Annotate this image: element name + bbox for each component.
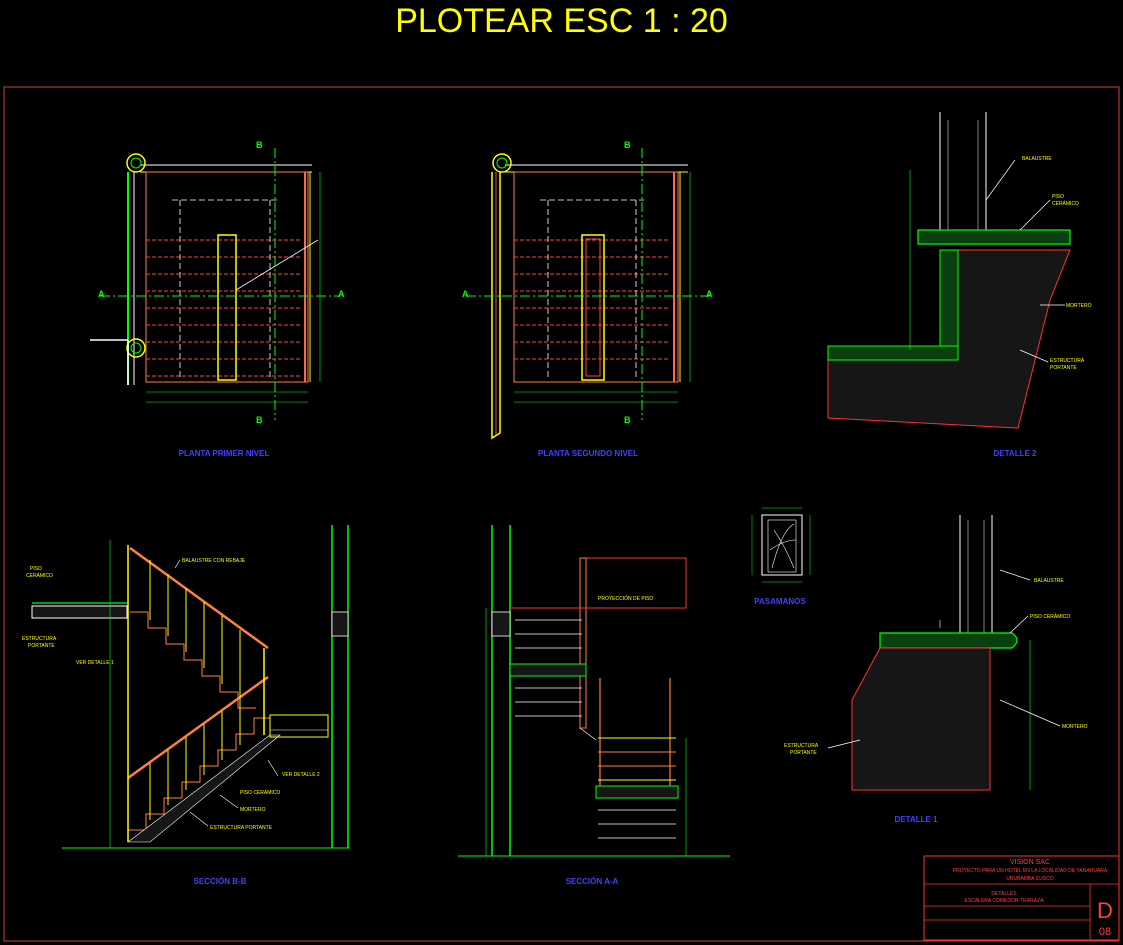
drawing-title: PLOTEAR ESC 1 : 20 bbox=[395, 2, 728, 40]
svg-text:CERÁMICO: CERÁMICO bbox=[1052, 200, 1079, 207]
detalle-1: BALAUSTRE PISO CERÁMICO MORTERO ESTRUCTU… bbox=[784, 515, 1088, 791]
svg-text:PORTANTE: PORTANTE bbox=[1050, 365, 1077, 371]
label-pasamanos: PASAMANOS bbox=[754, 597, 806, 606]
svg-text:MORTERO: MORTERO bbox=[240, 807, 266, 813]
sheet-subtitle: ESCALERA COMEDOR-TERRAZA bbox=[965, 898, 1045, 904]
sheet-letter: D bbox=[1097, 898, 1113, 923]
label-detalle-1: DETALLE 1 bbox=[895, 815, 939, 824]
svg-text:CERÁMICO: CERÁMICO bbox=[26, 572, 53, 579]
sheet-number: 08 bbox=[1099, 926, 1111, 938]
svg-text:ESTRUCTURA PORTANTE: ESTRUCTURA PORTANTE bbox=[210, 825, 273, 831]
svg-text:MORTERO: MORTERO bbox=[1066, 303, 1092, 309]
project-location: URUBAMBA CUSCO bbox=[1006, 876, 1054, 882]
svg-text:ESTRUCTURA: ESTRUCTURA bbox=[784, 743, 819, 749]
planta-primer-nivel: A A B B bbox=[90, 140, 345, 425]
label-detalle-2: DETALLE 2 bbox=[994, 449, 1038, 458]
svg-text:PISO: PISO bbox=[30, 566, 42, 572]
svg-text:VER DETALLE 1: VER DETALLE 1 bbox=[76, 660, 114, 666]
label-planta-primer-nivel: PLANTA PRIMER NIVEL bbox=[179, 449, 270, 458]
company-name: VISION SAC bbox=[1010, 859, 1050, 866]
svg-text:BALAUSTRE: BALAUSTRE bbox=[1034, 578, 1064, 584]
sheet-title: DETALLES bbox=[991, 891, 1017, 897]
seccion-a-a: PROYECCIÓN DE PISO bbox=[458, 525, 730, 857]
svg-text:ESTRUCTURA: ESTRUCTURA bbox=[1050, 358, 1085, 364]
svg-text:B: B bbox=[256, 140, 263, 150]
title-block: VISION SAC PROYECTO PARA UN HOTEL EN LA … bbox=[923, 855, 1120, 941]
svg-text:PISO: PISO bbox=[1052, 194, 1064, 200]
label-planta-segundo-nivel: PLANTA SEGUNDO NIVEL bbox=[538, 449, 638, 458]
seccion-b-b: BALAUSTRE CON REBAJE PISO CERÁMICO ESTRU… bbox=[22, 525, 350, 849]
label-seccion-a-a: SECCIÓN A-A bbox=[566, 877, 619, 886]
pasamanos-detail bbox=[751, 507, 811, 583]
svg-text:PORTANTE: PORTANTE bbox=[28, 643, 55, 649]
project-name: PROYECTO PARA UN HOTEL EN LA LOCALIDAD D… bbox=[953, 868, 1108, 874]
svg-text:BALAUSTRE CON REBAJE: BALAUSTRE CON REBAJE bbox=[182, 558, 246, 564]
svg-text:PROYECCIÓN DE PISO: PROYECCIÓN DE PISO bbox=[598, 595, 653, 602]
planta-segundo-nivel: A A B B bbox=[462, 140, 713, 440]
svg-text:ESTRUCTURA: ESTRUCTURA bbox=[22, 636, 57, 642]
svg-text:A: A bbox=[338, 289, 345, 299]
label-seccion-b-b: SECCIÓN B-B bbox=[194, 877, 247, 886]
svg-text:PORTANTE: PORTANTE bbox=[790, 750, 817, 756]
svg-text:MORTERO: MORTERO bbox=[1062, 724, 1088, 730]
sheet-border bbox=[3, 86, 1120, 942]
svg-text:BALAUSTRE: BALAUSTRE bbox=[1022, 156, 1052, 162]
svg-text:VER DETALLE 2: VER DETALLE 2 bbox=[282, 772, 320, 778]
svg-text:B: B bbox=[624, 415, 631, 425]
svg-text:B: B bbox=[256, 415, 263, 425]
detalle-2: BALAUSTRE PISO CERÁMICO MORTERO ESTRUCTU… bbox=[827, 112, 1092, 429]
svg-text:PISO CERÁMICO: PISO CERÁMICO bbox=[1030, 613, 1070, 620]
svg-text:A: A bbox=[462, 289, 469, 299]
svg-text:B: B bbox=[624, 140, 631, 150]
svg-text:PISO CERÁMICO: PISO CERÁMICO bbox=[240, 789, 280, 796]
svg-text:A: A bbox=[706, 289, 713, 299]
svg-text:A: A bbox=[98, 289, 105, 299]
